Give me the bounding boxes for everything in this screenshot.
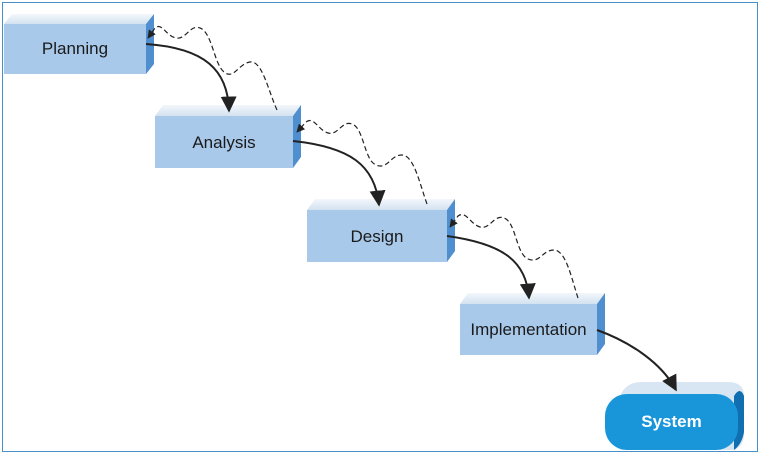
arrow-analysis-to-design — [292, 140, 386, 207]
feedback-arrow-analysis-to-planning — [147, 26, 278, 111]
phase-box-design — [307, 199, 455, 262]
phase-box-implementation — [460, 293, 605, 355]
system-box — [605, 382, 744, 450]
phase-box-analysis — [155, 105, 301, 168]
feedback-arrow-design-to-analysis — [296, 120, 428, 205]
arrow-planning-to-analysis — [145, 43, 237, 113]
feedback-arrow-implementation-to-design — [449, 214, 579, 299]
phase-box-planning — [4, 14, 154, 74]
arrow-design-to-implementation — [446, 235, 536, 300]
arrow-implementation-to-system — [596, 329, 677, 392]
